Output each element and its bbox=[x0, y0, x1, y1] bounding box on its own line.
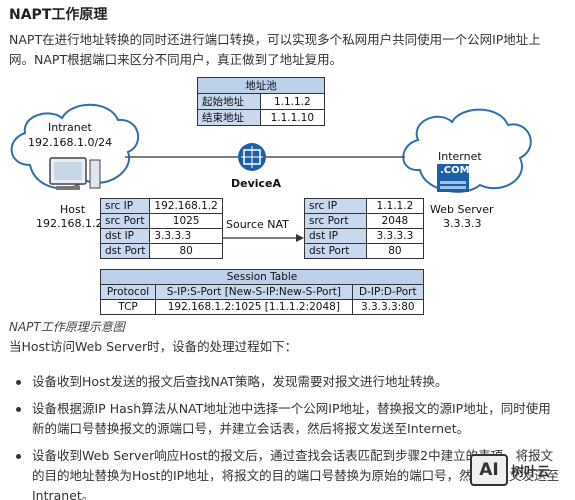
nat-arrowhead bbox=[296, 234, 304, 242]
process-steps: 设备收到Host发送的报文后查找NAT策略，发现需要对报文进行地址转换。 设备根… bbox=[14, 372, 562, 500]
web-server-label: Web Server bbox=[430, 203, 494, 216]
packet-field-label: dst IP bbox=[99, 228, 151, 244]
packet-field-label: src IP bbox=[99, 198, 151, 214]
watermark-logo: AI bbox=[470, 454, 508, 486]
page-title: NAPT工作原理 bbox=[9, 7, 108, 23]
intranet-label: Intranet bbox=[48, 121, 92, 134]
list-item: 设备收到Host发送的报文后查找NAT策略，发现需要对报文进行地址转换。 bbox=[14, 372, 562, 392]
pool-label: 结束地址 bbox=[197, 109, 261, 126]
host-label: Host bbox=[60, 203, 86, 216]
packet-field-label: dst Port bbox=[99, 243, 151, 259]
bullet-icon bbox=[16, 454, 21, 459]
nat-label: Source NAT bbox=[226, 218, 289, 231]
session-cell: 3.3.3.3:80 bbox=[351, 299, 425, 315]
session-column-header: D-IP:D-Port bbox=[351, 284, 425, 300]
packet-field-label: src IP bbox=[304, 198, 367, 214]
packet-field-label: dst IP bbox=[304, 228, 367, 244]
session-table: Session Table Protocol S-IP:S-Port [New-… bbox=[99, 269, 425, 315]
packet-field-value: 192.168.1.2 bbox=[149, 198, 223, 214]
session-column-header: S-IP:S-Port [New-S-IP:New-S-Port] bbox=[155, 284, 353, 300]
com-badge: .COM bbox=[440, 165, 470, 176]
packet-field-value: 1.1.1.2 bbox=[365, 198, 425, 214]
internet-cloud bbox=[402, 108, 532, 193]
packet-field-label: src Port bbox=[99, 213, 151, 229]
computer-icon bbox=[49, 157, 101, 190]
watermark-text: 树叶云 bbox=[511, 464, 551, 480]
internet-label: Internet bbox=[438, 150, 482, 163]
session-column-header: Protocol bbox=[99, 284, 157, 300]
packet-field-value: 2048 bbox=[365, 213, 425, 229]
list-item-text: 设备收到Web Server响应Host的报文后，通过查找会话表匹配到步骤2中建… bbox=[32, 448, 560, 500]
list-item-text: 设备根据源IP Hash算法从NAT地址池中选择一个公网IP地址，替换报文的源I… bbox=[32, 401, 551, 436]
bullet-icon bbox=[16, 380, 21, 385]
host-ip: 192.168.1.2 bbox=[36, 217, 103, 230]
figure-caption: NAPT工作原理示意图 bbox=[9, 320, 125, 334]
intro-paragraph: NAPT在进行地址转换的同时还进行端口转换，可以实现多个私网用户共同使用一个公网… bbox=[9, 32, 541, 67]
packet-field-label: dst Port bbox=[304, 243, 367, 259]
web-server-ip: 3.3.3.3 bbox=[443, 217, 482, 230]
packet-field-label: src Port bbox=[304, 213, 367, 229]
address-pool-header: 地址池 bbox=[197, 77, 325, 94]
list-item-text: 设备收到Host发送的报文后查找NAT策略，发现需要对报文进行地址转换。 bbox=[32, 374, 448, 389]
watermark: AI 树叶云 bbox=[470, 450, 574, 490]
pool-value: 1.1.1.10 bbox=[259, 109, 326, 126]
packet-field-value: 3.3.3.3 bbox=[365, 228, 425, 244]
list-item: 设备根据源IP Hash算法从NAT地址池中选择一个公网IP地址，替换报文的源I… bbox=[14, 399, 562, 439]
device-label: DeviceA bbox=[231, 177, 282, 190]
pool-label: 起始地址 bbox=[197, 93, 261, 110]
session-table-header: Session Table bbox=[100, 269, 424, 285]
packet-field-value: 3.3.3.3 bbox=[149, 228, 223, 244]
packet-field-value: 1025 bbox=[149, 213, 223, 229]
intranet-subnet: 192.168.1.0/24 bbox=[28, 136, 113, 149]
pool-value: 1.1.1.2 bbox=[259, 93, 326, 110]
device-icon bbox=[238, 143, 266, 171]
session-cell: TCP bbox=[99, 299, 157, 315]
packet-field-value: 80 bbox=[365, 243, 425, 259]
list-item: 设备收到Web Server响应Host的报文后，通过查找会话表匹配到步骤2中建… bbox=[14, 446, 562, 500]
bullet-icon bbox=[16, 407, 21, 412]
server-icon bbox=[437, 164, 469, 192]
session-cell: 192.168.1.2:1025 [1.1.1.2:2048] bbox=[155, 299, 353, 315]
napt-diagram bbox=[10, 103, 532, 242]
address-pool-table: 地址池 起始地址 1.1.1.2 结束地址 1.1.1.10 bbox=[197, 77, 326, 126]
packet-field-value: 80 bbox=[149, 243, 223, 259]
lead-sentence: 当Host访问Web Server时，设备的处理过程如下： bbox=[9, 339, 298, 354]
